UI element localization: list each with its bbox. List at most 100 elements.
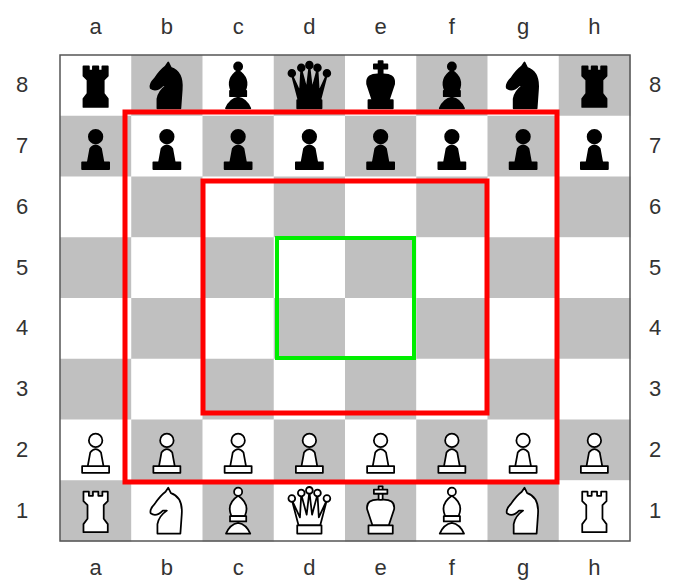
piece-part: [298, 64, 305, 71]
file-label: b: [161, 557, 173, 579]
board-square: [488, 55, 560, 116]
board-squares: [60, 55, 631, 542]
chess-piece: [288, 487, 330, 534]
chess-piece: [440, 488, 464, 534]
chess-piece: [296, 434, 323, 473]
piece-part: [367, 466, 394, 473]
board-square: [274, 480, 346, 541]
file-label: g: [517, 16, 529, 38]
piece-part: [89, 130, 103, 144]
zone-frame: [203, 181, 487, 413]
piece-part: [324, 70, 331, 77]
piece-part: [230, 496, 247, 516]
piece-part: [438, 466, 465, 473]
board-square: [60, 359, 132, 420]
piece-part: [301, 145, 317, 163]
board-square: [488, 420, 560, 481]
piece-part: [515, 145, 531, 163]
piece-part: [153, 466, 180, 473]
piece-part: [373, 145, 389, 163]
chess-piece: [82, 434, 109, 473]
chess-piece: [225, 434, 252, 473]
board-square: [131, 480, 203, 541]
piece-part: [83, 492, 107, 532]
file-label: d: [303, 557, 315, 579]
board-square: [131, 116, 203, 177]
rank-label: 5: [16, 257, 28, 279]
piece-part: [303, 130, 317, 144]
board-square: [559, 116, 631, 177]
rank-label: 3: [649, 378, 661, 400]
piece-part: [160, 434, 174, 448]
chess-piece: [225, 130, 252, 169]
piece-part: [296, 162, 323, 169]
file-label: e: [375, 557, 387, 579]
piece-part: [230, 71, 247, 91]
piece-part: [510, 162, 537, 169]
board-square: [345, 420, 417, 481]
rank-label: 3: [16, 378, 28, 400]
board-square: [60, 55, 132, 116]
piece-part: [581, 466, 608, 473]
piece-part: [586, 449, 602, 467]
board-square: [488, 480, 560, 541]
piece-part: [226, 523, 250, 534]
chess-piece: [367, 486, 394, 533]
board-square: [131, 177, 203, 238]
piece-part: [88, 145, 104, 163]
piece-part: [324, 495, 331, 502]
chess-piece: [581, 434, 608, 473]
piece-part: [588, 130, 602, 144]
board-square: [274, 177, 346, 238]
file-label: c: [233, 16, 244, 38]
piece-part: [160, 130, 174, 144]
piece-part: [231, 130, 245, 144]
file-label: g: [517, 557, 529, 579]
board-square: [60, 298, 132, 359]
piece-part: [230, 516, 246, 521]
board-square: [559, 420, 631, 481]
piece-part: [89, 434, 103, 448]
chess-piece: [582, 66, 606, 107]
piece-part: [507, 62, 538, 108]
piece-part: [159, 145, 175, 163]
piece-part: [374, 490, 388, 494]
chess-piece: [510, 130, 537, 169]
board-square: [559, 298, 631, 359]
piece-part: [292, 66, 327, 100]
piece-part: [516, 434, 530, 448]
board-square: [559, 177, 631, 238]
piece-part: [288, 495, 295, 502]
board-square: [60, 480, 132, 541]
piece-part: [443, 71, 460, 91]
piece-part: [373, 449, 389, 467]
piece-part: [440, 523, 464, 534]
file-label: f: [449, 16, 455, 38]
piece-part: [367, 162, 394, 169]
rank-label: 4: [16, 317, 28, 339]
board-square: [274, 116, 346, 177]
board-square: [203, 55, 275, 116]
piece-part: [515, 449, 531, 467]
board-square: [559, 55, 631, 116]
board-square: [131, 359, 203, 420]
board-square: [203, 177, 275, 238]
board-square: [60, 177, 132, 238]
file-label: f: [449, 557, 455, 579]
highlight-frames: [125, 112, 557, 482]
board-square: [60, 420, 132, 481]
piece-part: [82, 162, 109, 169]
piece-part: [444, 516, 460, 521]
piece-part: [445, 434, 459, 448]
piece-part: [83, 66, 107, 107]
board-square: [345, 480, 417, 541]
board-square: [203, 116, 275, 177]
piece-part: [368, 525, 392, 533]
chess-piece: [582, 492, 606, 532]
piece-part: [292, 492, 327, 526]
piece-part: [448, 488, 456, 496]
rank-label: 1: [16, 500, 28, 522]
chess-piece: [367, 130, 394, 169]
piece-part: [448, 62, 456, 70]
